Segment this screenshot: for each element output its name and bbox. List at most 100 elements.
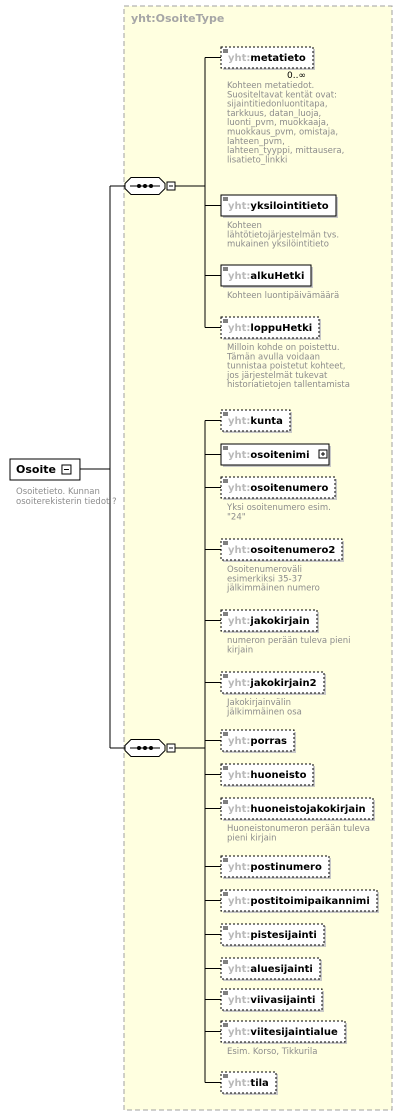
root-annotation-line: Osoitetieto. Kunnan [16, 487, 100, 497]
element-annotation-line: Suositeltavat kentät ovat: [227, 90, 337, 100]
element-name: porras [250, 736, 287, 747]
compositors [124, 177, 176, 757]
element-label: yht:osoitenumero2 [228, 545, 335, 556]
element-postinumero[interactable]: yht:postinumero [220, 855, 331, 879]
element-box[interactable] [220, 538, 343, 561]
element-label: yht:tila [228, 1078, 269, 1089]
element-name: metatieto [250, 53, 306, 64]
element-prefix: yht: [228, 201, 250, 212]
element-prefix: yht: [228, 678, 250, 689]
element-box[interactable] [220, 1071, 277, 1094]
element-annotation-line: muokkaus_pvm, omistaja, [227, 128, 338, 138]
element-box[interactable] [220, 957, 321, 980]
element-prefix: yht: [228, 862, 250, 873]
element-name: kunta [250, 416, 282, 427]
element-huoneistojakokirjain[interactable]: yht:huoneistojakokirjainHuoneistonumeron… [220, 797, 375, 843]
element-label: yht:jakokirjain2 [228, 678, 317, 689]
element-prefix: yht: [228, 964, 250, 975]
sequence-dot [137, 746, 141, 750]
element-prefix: yht: [228, 1078, 250, 1089]
element-box[interactable] [220, 443, 330, 466]
element-prefix: yht: [228, 804, 250, 815]
element-annotation-line: Milloin kohde on poistettu. [227, 343, 340, 353]
element-box[interactable] [220, 988, 323, 1011]
element-name: osoitenimi [250, 450, 309, 461]
occurrence-label: 0..∞ [287, 71, 306, 81]
element-prefix: yht: [228, 545, 250, 556]
element-box[interactable] [220, 264, 312, 287]
element-label: yht:osoitenumero [228, 483, 328, 494]
element-yksilointitieto[interactable]: yht:yksilointitietoKohteenlähtötietojärj… [220, 194, 339, 250]
element-annotation-line: Kohteen luontipäivämäärä [227, 291, 339, 301]
element-annotation-line: lahteen_pvm, [227, 137, 285, 147]
element-label: yht:kunta [228, 416, 283, 427]
element-box[interactable] [220, 316, 320, 339]
element-name: osoitenumero [250, 483, 328, 494]
element-box[interactable] [220, 797, 374, 820]
sequence-dot [149, 746, 153, 750]
element-box[interactable] [220, 409, 291, 432]
element-box[interactable] [220, 671, 325, 694]
element-annotation-line: jos järjestelmät tukevat [226, 371, 328, 381]
element-osoitenimi[interactable]: yht:osoitenimi [220, 443, 331, 467]
element-annotation-line: lähtötietojärjestelmän tvs. [227, 230, 339, 240]
element-annotation-line: historiatietojen tallentamista [227, 380, 350, 390]
element-postitoimipaikannimi[interactable]: yht:postitoimipaikannimi [220, 889, 379, 913]
element-box[interactable] [220, 889, 378, 912]
element-box[interactable] [220, 855, 330, 878]
element-box[interactable] [220, 46, 314, 69]
element-box[interactable] [220, 923, 325, 946]
element-box[interactable] [220, 476, 336, 499]
element-label: yht:porras [228, 736, 287, 747]
element-annotation-line: tunnistaa poistetut kohteet, [227, 362, 345, 372]
element-annotation-line: Yksi osoitenumero esim. [226, 503, 331, 513]
sequence-dot [137, 184, 141, 188]
sequence-dot [149, 184, 153, 188]
element-jakokirjain[interactable]: yht:jakokirjain numeron perään tuleva pie… [220, 609, 351, 655]
element-pistesijainti[interactable]: yht:pistesijainti [220, 923, 326, 947]
element-kunta[interactable]: yht:kunta [220, 409, 292, 433]
element-label: yht:osoitenimi [228, 450, 310, 461]
element-annotation-line: Tämän avulla voidaan [226, 352, 320, 362]
element-box[interactable] [220, 1020, 346, 1043]
element-label: yht:metatieto [228, 53, 306, 64]
sequence-compositor[interactable] [124, 177, 176, 195]
element-box[interactable] [220, 609, 318, 632]
element-label: yht:huoneistojakokirjain [228, 804, 366, 815]
element-viivasijainti[interactable]: yht:viivasijainti [220, 988, 324, 1012]
element-annotation-line: sijaintitiedonluontitapa, [227, 100, 328, 110]
element-tila[interactable]: yht:tila [220, 1071, 278, 1095]
element-label: yht:postinumero [228, 862, 322, 873]
element-label: yht:pistesijainti [228, 930, 317, 941]
element-osoitenumero2[interactable]: yht:osoitenumero2Osoitenumeroväliesimerk… [220, 538, 344, 594]
element-name: osoitenumero2 [250, 545, 335, 556]
element-prefix: yht: [228, 930, 250, 941]
element-prefix: yht: [228, 896, 250, 907]
element-name: jakokirjain [249, 616, 309, 627]
element-label: yht:jakokirjain [228, 616, 310, 627]
element-name: viivasijainti [250, 995, 315, 1006]
element-label: yht:huoneisto [228, 770, 307, 781]
root-element-box[interactable] [9, 458, 81, 481]
element-jakokirjain2[interactable]: yht:jakokirjain2Jakokirjainvälinjälkimmä… [220, 671, 326, 717]
element-aluesijainti[interactable]: yht:aluesijainti [220, 957, 322, 981]
sequence-compositor[interactable] [124, 739, 176, 757]
element-box[interactable] [220, 729, 295, 752]
element-porras[interactable]: yht:porras [220, 729, 296, 753]
sequence-dot [143, 184, 147, 188]
element-prefix: yht: [228, 53, 250, 64]
element-annotation-line: numeron perään tuleva pieni [227, 636, 351, 646]
element-name: jakokirjain2 [249, 678, 316, 689]
element-label: yht:viitesijaintialue [228, 1027, 338, 1038]
element-box[interactable] [220, 194, 337, 217]
type-title: yht:OsoiteType [131, 12, 224, 25]
element-huoneisto[interactable]: yht:huoneisto [220, 763, 315, 787]
element-box[interactable] [220, 763, 314, 786]
